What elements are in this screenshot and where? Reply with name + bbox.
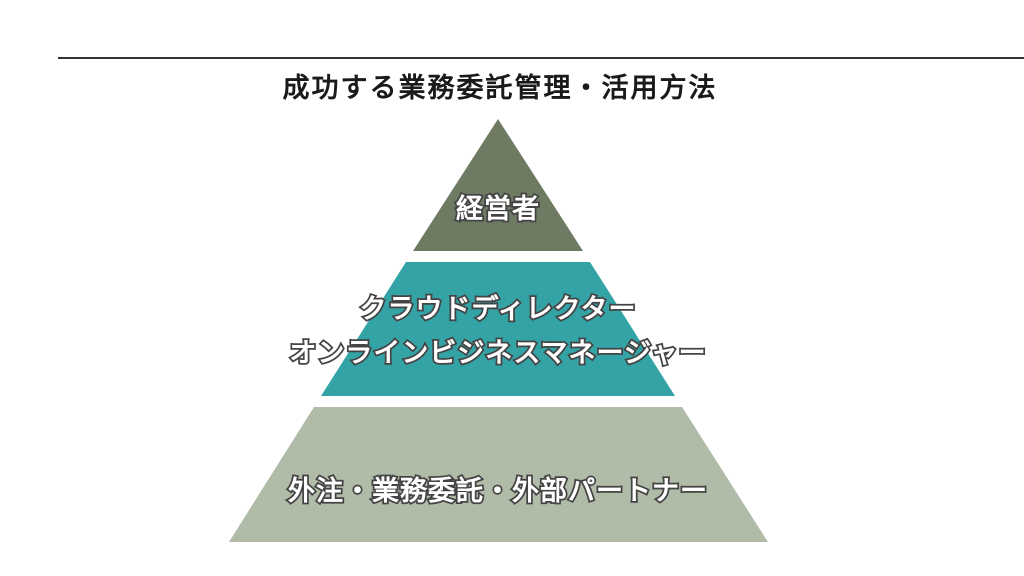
pyramid-tier-bottom — [229, 407, 768, 542]
tier-middle-label-line2: オンラインビジネスマネージャー — [289, 338, 706, 369]
pyramid-tier-middle — [321, 262, 675, 396]
tier-middle-label-line1: クラウドディレクター — [359, 293, 636, 325]
tier-top-label: 経営者 — [456, 193, 540, 225]
pyramid-tier-top — [413, 119, 583, 251]
top-divider-line — [58, 57, 1024, 59]
tier-bottom-label: 外注・業務委託・外部パートナー — [288, 475, 708, 507]
diagram-title: 成功する業務委託管理・活用方法 — [282, 73, 718, 104]
